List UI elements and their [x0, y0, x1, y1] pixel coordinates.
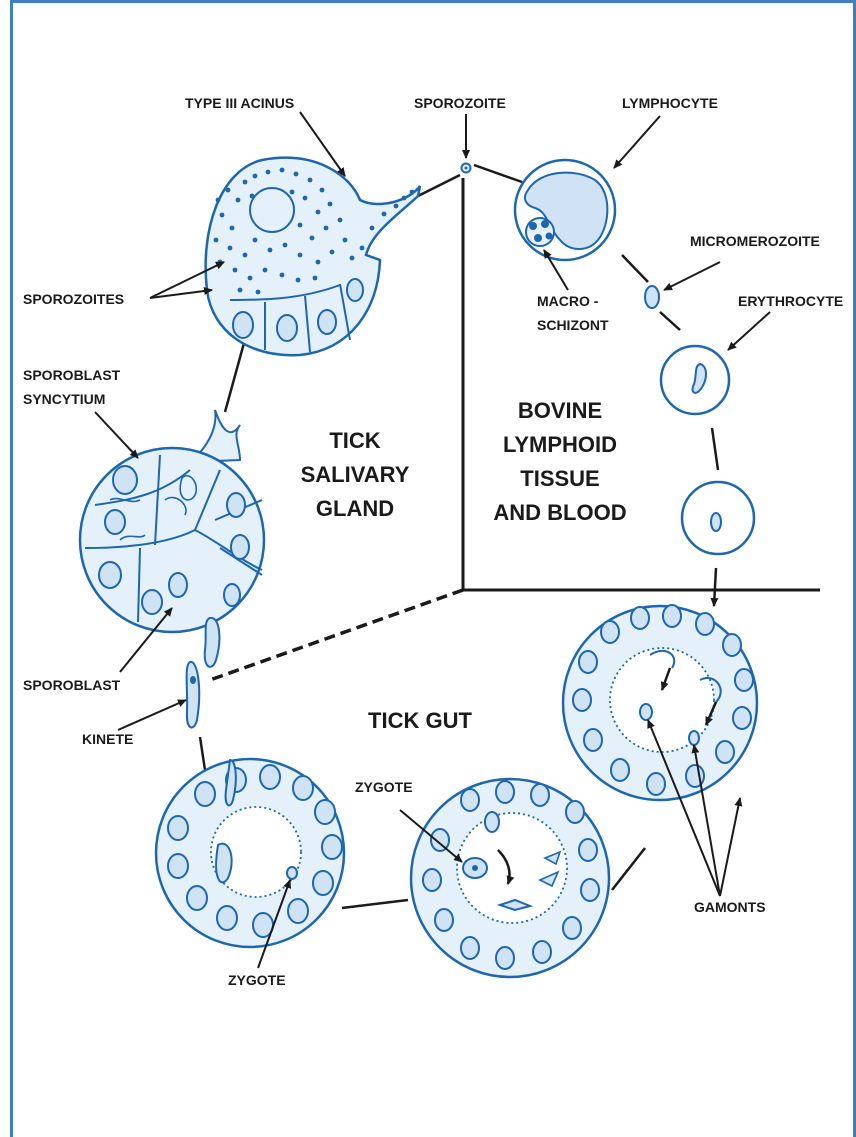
- type-iii-acinus: [206, 158, 420, 355]
- erythrocyte-2: [682, 482, 754, 554]
- label-zygote-middle: ZYGOTE: [355, 779, 413, 795]
- gut-cell-right: [563, 605, 757, 800]
- region-salivary-line1: TICK: [329, 428, 380, 453]
- kinete-cells: [187, 618, 220, 728]
- region-tick-gut: TICK GUT: [368, 708, 472, 733]
- label-sporoblast-syncytium-line1: SPOROBLAST: [23, 367, 121, 383]
- label-sporoblast-syncytium-line2: SYNCYTIUM: [23, 391, 105, 407]
- region-bovine-line3: TISSUE: [520, 466, 599, 491]
- label-micromerozoite: MICROMEROZOITE: [690, 233, 820, 249]
- label-lymphocyte: LYMPHOCYTE: [622, 95, 718, 111]
- label-erythrocyte: ERYTHROCYTE: [738, 293, 843, 309]
- gut-cell-bottom-middle: [411, 779, 609, 977]
- lymphocyte-cell: [515, 160, 615, 260]
- gut-cell-bottom-left: [156, 759, 344, 947]
- region-bovine-line4: AND BLOOD: [493, 500, 626, 525]
- region-bovine-line2: LYMPHOID: [503, 432, 617, 457]
- label-macro-schizont-line1: MACRO -: [537, 293, 599, 309]
- macroschizont: [526, 218, 554, 246]
- label-type-iii-acinus: TYPE III ACINUS: [185, 95, 294, 111]
- label-gamonts: GAMONTS: [694, 899, 766, 915]
- label-sporozoites: SPOROZOITES: [23, 291, 124, 307]
- erythrocyte-1: [661, 346, 729, 414]
- region-salivary-line2: SALIVARY: [301, 462, 410, 487]
- micromerozoite-cell: [645, 286, 659, 308]
- region-salivary-line3: GLAND: [316, 496, 394, 521]
- sporozoite-free: [462, 164, 471, 173]
- label-macro-schizont-line2: SCHIZONT: [537, 317, 609, 333]
- label-sporozoite: SPOROZOITE: [414, 95, 506, 111]
- label-kinete: KINETE: [82, 731, 133, 747]
- sporoblast-syncytium-acinus: [80, 410, 264, 632]
- label-zygote-bottom: ZYGOTE: [228, 972, 286, 988]
- region-bovine-line1: BOVINE: [518, 398, 602, 423]
- label-sporoblast: SPOROBLAST: [23, 677, 121, 693]
